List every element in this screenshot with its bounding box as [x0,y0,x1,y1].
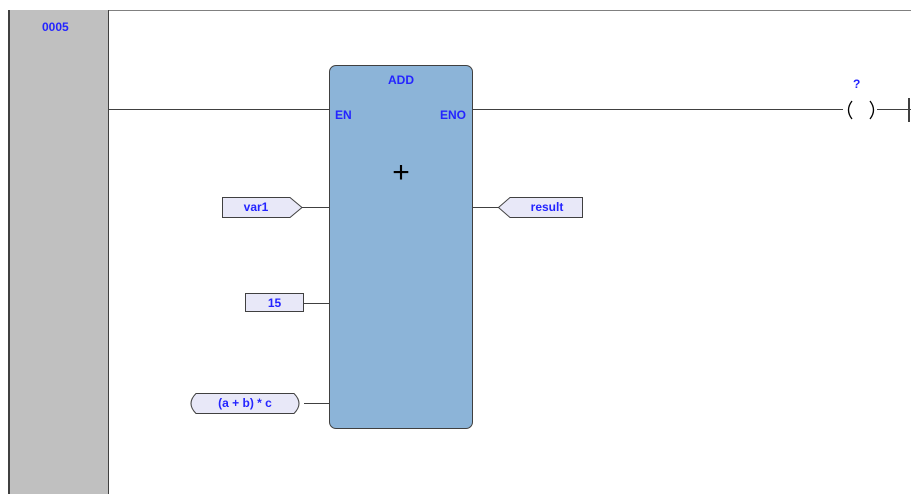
power-rail-wire-left [109,109,329,110]
input-var1-wire [302,207,329,208]
output-result-label: result [530,200,564,214]
input-var1-shape[interactable] [222,197,304,218]
block-operator-symbol: + [392,156,410,189]
coil-output-wire [877,109,911,110]
rung-top-border [8,10,911,11]
block-title: ADD [388,73,414,87]
input-constant-wire [303,303,329,304]
output-result-wire [473,207,501,208]
right-power-rail [908,98,910,122]
eno-pin-label: ENO [439,108,466,122]
input-expression-label: (a + b) * c [218,396,272,410]
input-expression-wire [304,403,329,404]
input-var1-label: var1 [243,200,269,214]
output-result-shape[interactable] [497,197,584,218]
input-expression-shape[interactable] [186,393,306,414]
power-rail-wire-right [473,109,843,110]
en-pin-label: EN [335,108,352,122]
add-function-block[interactable]: ADD EN ENO + [329,65,473,429]
coil-variable-label: ? [853,77,861,91]
rung-number: 0005 [42,20,69,34]
rung-gutter[interactable] [8,10,109,494]
coil-icon[interactable] [840,98,880,122]
input-constant-box[interactable]: 15 [245,293,304,312]
